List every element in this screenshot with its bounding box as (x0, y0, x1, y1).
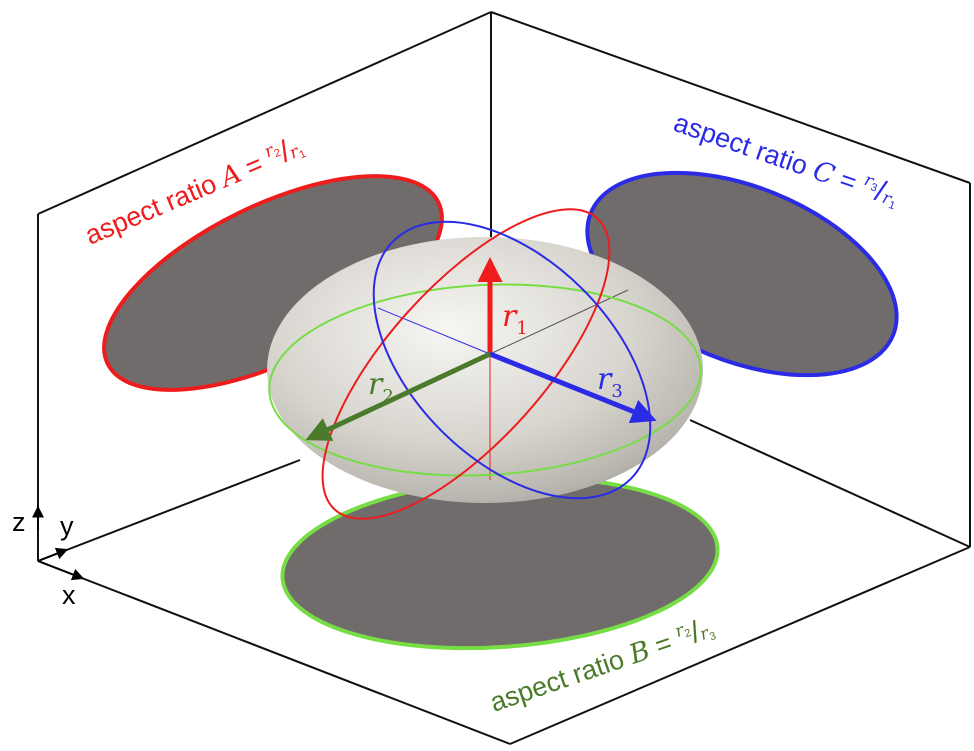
coordinate-axes-indicator: z y x (12, 505, 85, 610)
frame-top-right-edge (490, 11, 971, 184)
frame-bottom-back-right (689, 419, 971, 548)
z-axis-label: z (12, 507, 26, 537)
r3-arrow (489, 351, 657, 424)
y-axis-label: y (60, 511, 74, 541)
x-axis-arrow (37, 560, 85, 581)
frame-bottom-front-left (37, 560, 511, 745)
frame-bottom-back-left (37, 459, 301, 562)
x-axis-label: x (62, 580, 76, 610)
internal-axis-lines (377, 289, 629, 480)
equator-green-ring (268, 283, 702, 477)
bounding-box-frame (37, 11, 971, 745)
y-axis-arrow (37, 547, 69, 562)
meridian-blue-ring (372, 220, 652, 500)
r1-label: r1 (502, 299, 528, 339)
r3-label: r3 (597, 362, 623, 402)
r2-arrow (305, 351, 492, 441)
r2-label: r2 (368, 367, 394, 407)
frame-top-left-edge (37, 11, 492, 215)
meridian-red-ring (321, 208, 611, 520)
frame-bottom-front-right (509, 546, 971, 745)
